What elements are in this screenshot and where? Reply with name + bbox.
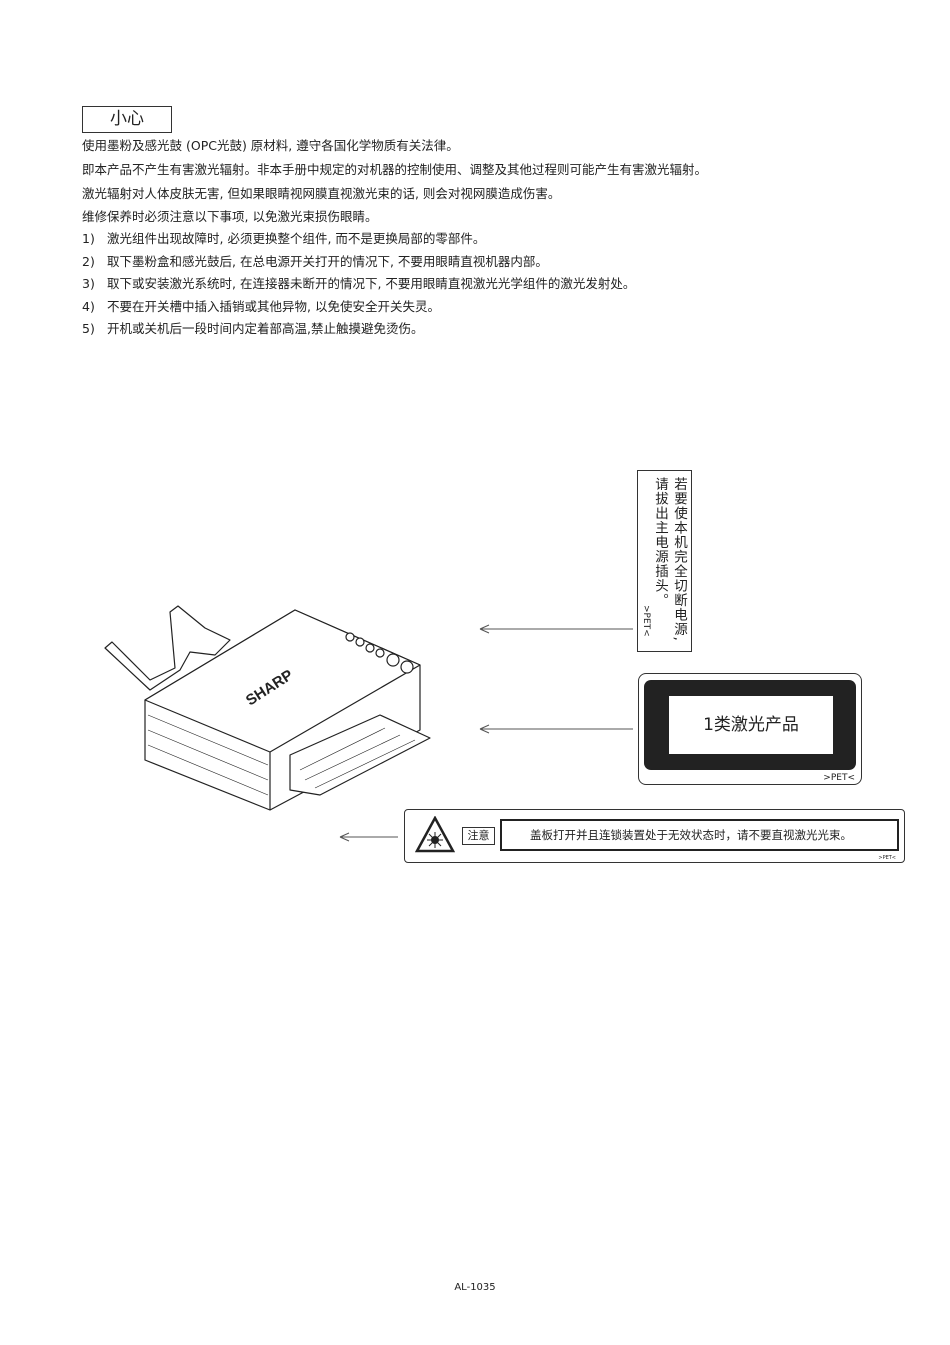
pet-mark: >PET< xyxy=(641,605,651,637)
page-footer: AL-1035 xyxy=(454,1282,496,1293)
intro-line: 使用墨粉及感光鼓 (OPC光鼓) 原材料, 遵守各国化学物质有关法律。 xyxy=(82,138,459,153)
laser-class-text: 1类激光产品 xyxy=(669,696,833,754)
list-item: 1) 激光组件出现故障时, 必须更换整个组件, 而不是更换局部的零部件。 xyxy=(82,231,485,247)
laser-hazard-icon xyxy=(415,816,455,853)
laser-warning-label: 注意 盖板打开并且连锁装置处于无效状态时，请不要直视激光光束。 >PET< xyxy=(404,809,905,863)
item-number: 4) xyxy=(82,299,95,314)
power-disconnect-label: 若要使本机完全切断电源, 请拔出主电源插头。 >PET< xyxy=(637,470,692,652)
printer-top-cover xyxy=(144,609,421,753)
arrow-warning-label xyxy=(339,832,398,842)
item-text: 不要在开关槽中插入插销或其他异物, 以免使安全开关失灵。 xyxy=(107,299,440,314)
list-item: 2) 取下墨粉盒和感光鼓后, 在总电源开关打开的情况下, 不要用眼睛直视机器内部。 xyxy=(82,254,548,270)
item-text: 取下墨粉盒和感光鼓后, 在总电源开关打开的情况下, 不要用眼睛直视机器内部。 xyxy=(107,254,548,269)
paper-guide xyxy=(104,605,231,691)
label-text: 请拔出主电源插头。 xyxy=(652,477,668,608)
item-number: 3) xyxy=(82,276,95,291)
output-tray xyxy=(289,714,431,796)
label-text: 若要使本机完全切断电源, xyxy=(671,477,687,642)
arrow-class-label xyxy=(479,724,633,734)
item-number: 2) xyxy=(82,254,95,269)
list-item: 3) 取下或安装激光系统时, 在连接器未断开的情况下, 不要用眼睛直视激光光学组件… xyxy=(82,276,635,292)
laser-class-label: 1类激光产品 >PET< xyxy=(638,673,862,785)
item-text: 开机或关机后一段时间内定着部高温,禁止触摸避免烫伤。 xyxy=(107,321,424,336)
caution-tag: 注意 xyxy=(462,827,495,845)
item-number: 5) xyxy=(82,321,95,336)
arrow-power-label xyxy=(479,624,633,634)
list-item: 4) 不要在开关槽中插入插销或其他异物, 以免使安全开关失灵。 xyxy=(82,299,440,315)
item-number: 1) xyxy=(82,231,95,246)
list-item: 5) 开机或关机后一段时间内定着部高温,禁止触摸避免烫伤。 xyxy=(82,321,423,337)
item-text: 激光组件出现故障时, 必须更换整个组件, 而不是更换局部的零部件。 xyxy=(107,231,486,246)
intro-line: 激光辐射对人体皮肤无害, 但如果眼睛视网膜直视激光束的话, 则会对视网膜造成伤害… xyxy=(82,186,561,201)
intro-line: 维修保养时必须注意以下事项, 以免激光束损伤眼睛。 xyxy=(82,209,378,224)
item-text: 取下或安装激光系统时, 在连接器未断开的情况下, 不要用眼睛直视激光光学组件的激… xyxy=(107,276,636,291)
intro-line: 即本产品不产生有害激光辐射。非本手册中规定的对机器的控制使用、调整及其他过程则可… xyxy=(82,162,708,177)
pet-mark: >PET< xyxy=(878,855,896,861)
pet-mark: >PET< xyxy=(823,773,855,783)
warning-text: 盖板打开并且连锁装置处于无效状态时，请不要直视激光光束。 xyxy=(500,819,899,851)
printer-illustration: SHARP xyxy=(104,605,633,842)
caution-heading: 小心 xyxy=(82,106,172,133)
